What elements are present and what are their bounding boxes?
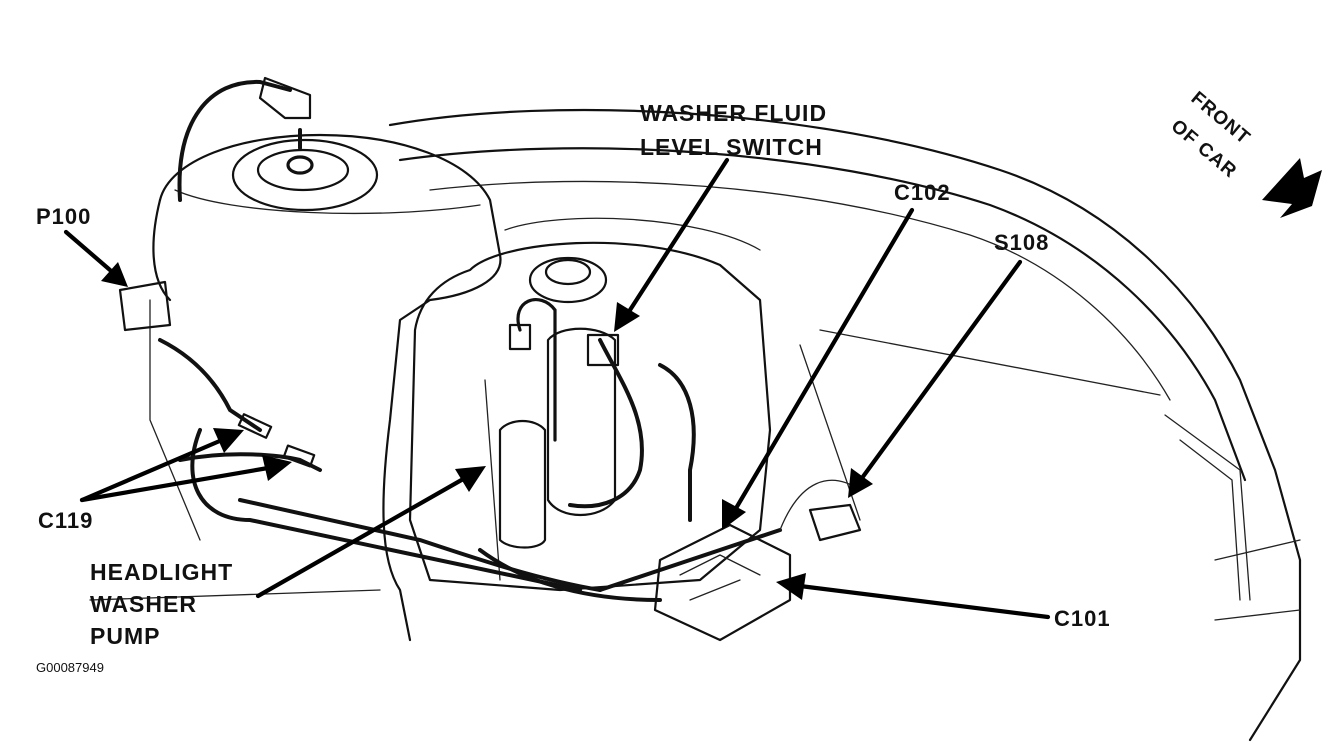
arrowhead-washer-fluid-switch: [614, 302, 640, 332]
leader-p100: [63, 229, 113, 273]
label-c102: C102: [894, 180, 951, 205]
label-p100: P100: [36, 204, 91, 229]
arrowhead-p100: [101, 262, 128, 287]
label-headlight-washer-pump-1: HEADLIGHT: [90, 559, 233, 585]
label-c101: C101: [1054, 606, 1111, 631]
label-headlight-washer-pump-2: WASHER: [90, 591, 197, 617]
leader-c101: [797, 583, 1051, 620]
front-fender-outline: [388, 108, 1302, 742]
leader-c119-upper: [79, 437, 225, 503]
coolant-tank: [89, 76, 502, 642]
washer-reservoir: [408, 217, 772, 592]
figure-code: G00087949: [36, 660, 104, 675]
callout-leaders: [63, 157, 1051, 620]
arrowhead-s108: [848, 468, 873, 498]
arrowhead-c102: [722, 499, 746, 530]
arrowhead-headlight-washer-pump: [455, 466, 486, 492]
front-of-car-indicator: FRONT OF CAR: [1167, 88, 1322, 218]
connector-cluster: [653, 479, 862, 642]
leader-s108: [859, 259, 1023, 481]
leader-headlight-washer-pump: [255, 475, 468, 599]
callout-labels: P100 WASHER FLUID LEVEL SWITCH C102 S108…: [36, 100, 1111, 675]
label-c119: C119: [38, 508, 93, 533]
arrowhead-c119-upper: [213, 428, 244, 453]
arrowhead-c119-lower: [262, 455, 292, 481]
leader-washer-fluid-switch: [627, 157, 730, 313]
label-washer-fluid-level-switch-2: LEVEL SWITCH: [640, 134, 823, 160]
label-washer-fluid-level-switch-1: WASHER FLUID: [640, 100, 827, 126]
front-arrow-icon: [1262, 158, 1322, 218]
leader-c102: [732, 207, 915, 513]
label-s108: S108: [994, 230, 1049, 255]
label-headlight-washer-pump-3: PUMP: [90, 623, 160, 649]
leader-c119-lower: [79, 465, 271, 503]
wiring-harness: [118, 280, 782, 602]
arrowhead-c101: [776, 573, 806, 600]
